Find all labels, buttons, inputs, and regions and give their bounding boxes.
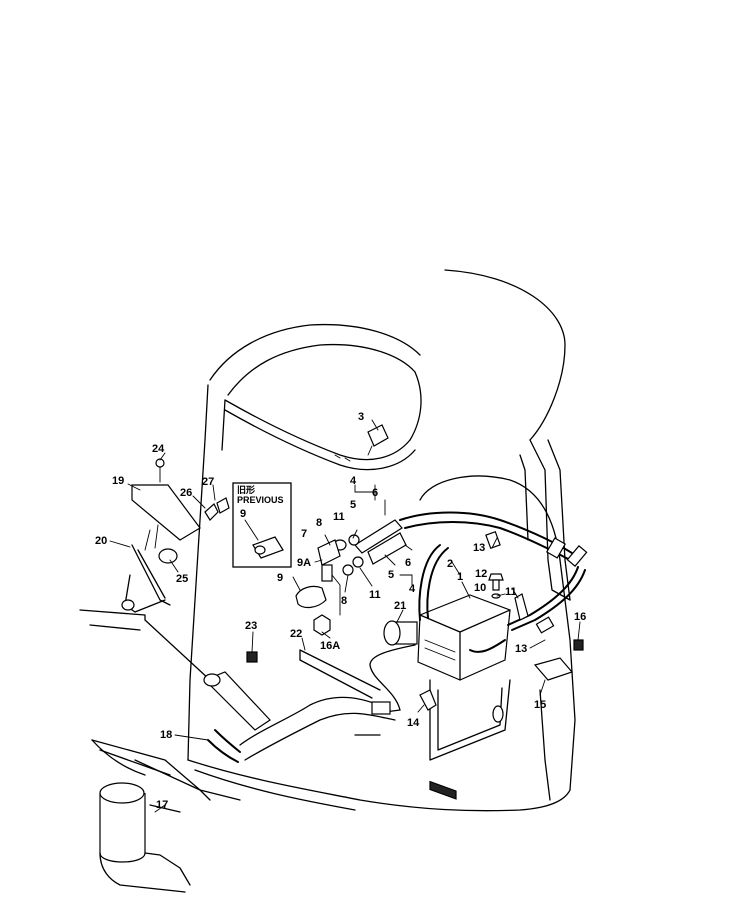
callout-18: 18 — [160, 729, 172, 741]
callout-21: 21 — [394, 600, 406, 612]
callout-4-upper: 4 — [350, 475, 357, 487]
connector-parts — [295, 519, 407, 636]
callout-10: 10 — [474, 582, 486, 594]
callout-25: 25 — [176, 573, 188, 585]
leader-lines — [109, 419, 581, 741]
callout-2: 2 — [447, 558, 453, 570]
callout-9: 9 — [277, 572, 283, 584]
callout-6-lower: 6 — [405, 557, 411, 569]
callout-7: 7 — [301, 528, 307, 540]
callout-16A: 16A — [320, 640, 340, 652]
nozzle-3 — [334, 424, 389, 462]
callout-11-lower: 11 — [369, 589, 381, 601]
callout-26: 26 — [180, 487, 192, 499]
lower-hose-assembly — [203, 573, 584, 763]
callout-4-lower: 4 — [409, 583, 416, 595]
washer-tank-assembly — [369, 511, 588, 800]
callout-19: 19 — [112, 475, 124, 487]
callout-22: 22 — [290, 628, 302, 640]
callout-11-upper: 11 — [333, 511, 345, 523]
callout-23: 23 — [245, 620, 257, 632]
callout-13-upper: 13 — [473, 542, 485, 554]
callout-1: 1 — [457, 571, 463, 583]
callout-5-upper: 5 — [350, 499, 356, 511]
callout-8-lower: 8 — [341, 595, 347, 607]
callout-6-upper: 6 — [372, 487, 378, 499]
previous-part-label: 9 — [240, 508, 246, 520]
previous-title-jp: 旧形 — [237, 484, 255, 495]
callout-17: 17 — [156, 799, 168, 811]
wiper-motor-assembly — [121, 458, 230, 613]
callout-16: 16 — [574, 611, 586, 623]
callout-14: 14 — [407, 717, 420, 729]
pedestal-base — [91, 739, 211, 893]
callout-27: 27 — [202, 476, 214, 488]
callout-15: 15 — [534, 699, 546, 711]
previous-version-inset: 旧形 PREVIOUS 9 — [232, 482, 292, 568]
callout-5-lower: 5 — [388, 569, 394, 581]
callout-9A: 9A — [297, 557, 311, 569]
callout-12: 12 — [475, 568, 487, 580]
cab-body-outline — [187, 269, 576, 812]
callout-labels: 3 24 19 27 26 20 25 4 6 5 11 8 7 9A 9 8 … — [95, 411, 586, 811]
callout-8-upper: 8 — [316, 517, 322, 529]
callout-11-right: 11 — [505, 586, 517, 598]
previous-title-en: PREVIOUS — [237, 495, 284, 505]
callout-24: 24 — [152, 443, 165, 455]
callout-13-lower: 13 — [515, 643, 527, 655]
callout-20: 20 — [95, 535, 107, 547]
callout-3: 3 — [358, 411, 364, 423]
